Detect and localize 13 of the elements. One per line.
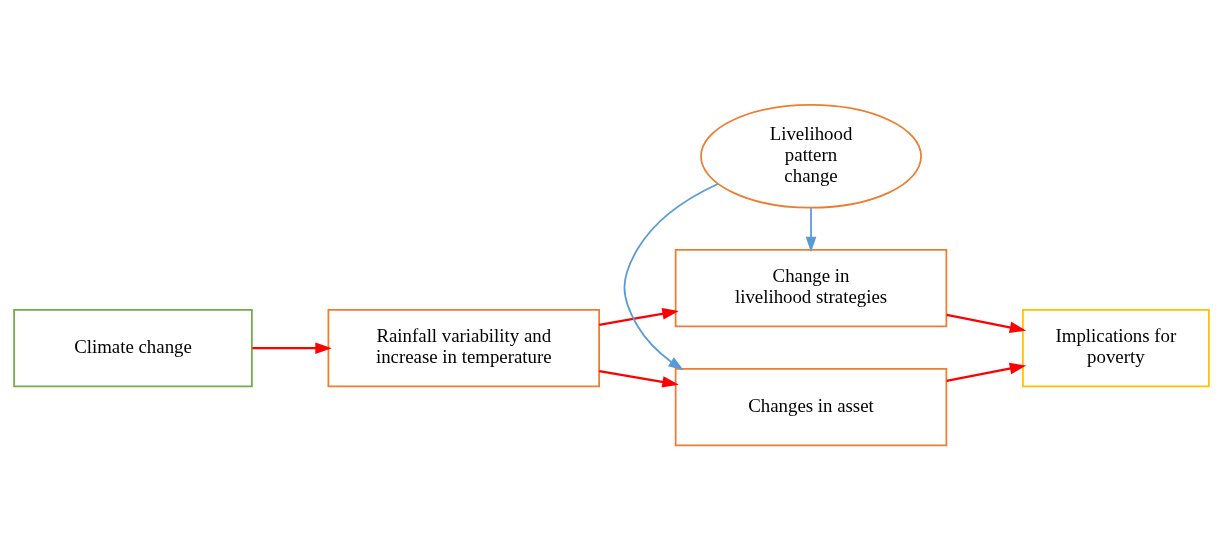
node-box: Implications for poverty	[1022, 309, 1210, 388]
arrow	[599, 308, 679, 326]
node-box: Climate change	[13, 309, 253, 388]
arrow	[623, 183, 719, 371]
arrow	[805, 207, 817, 253]
node-box: Rainfall variability and increase in temperature	[327, 309, 601, 388]
arrow	[252, 342, 332, 354]
node-box: Changes in asset	[674, 367, 948, 447]
node-ellipse: Livelihood pattern change	[700, 104, 922, 209]
arrow	[946, 362, 1027, 383]
arrow	[946, 313, 1027, 334]
arrow	[599, 369, 679, 388]
node-box: Change in livelihood strategies	[674, 249, 948, 328]
